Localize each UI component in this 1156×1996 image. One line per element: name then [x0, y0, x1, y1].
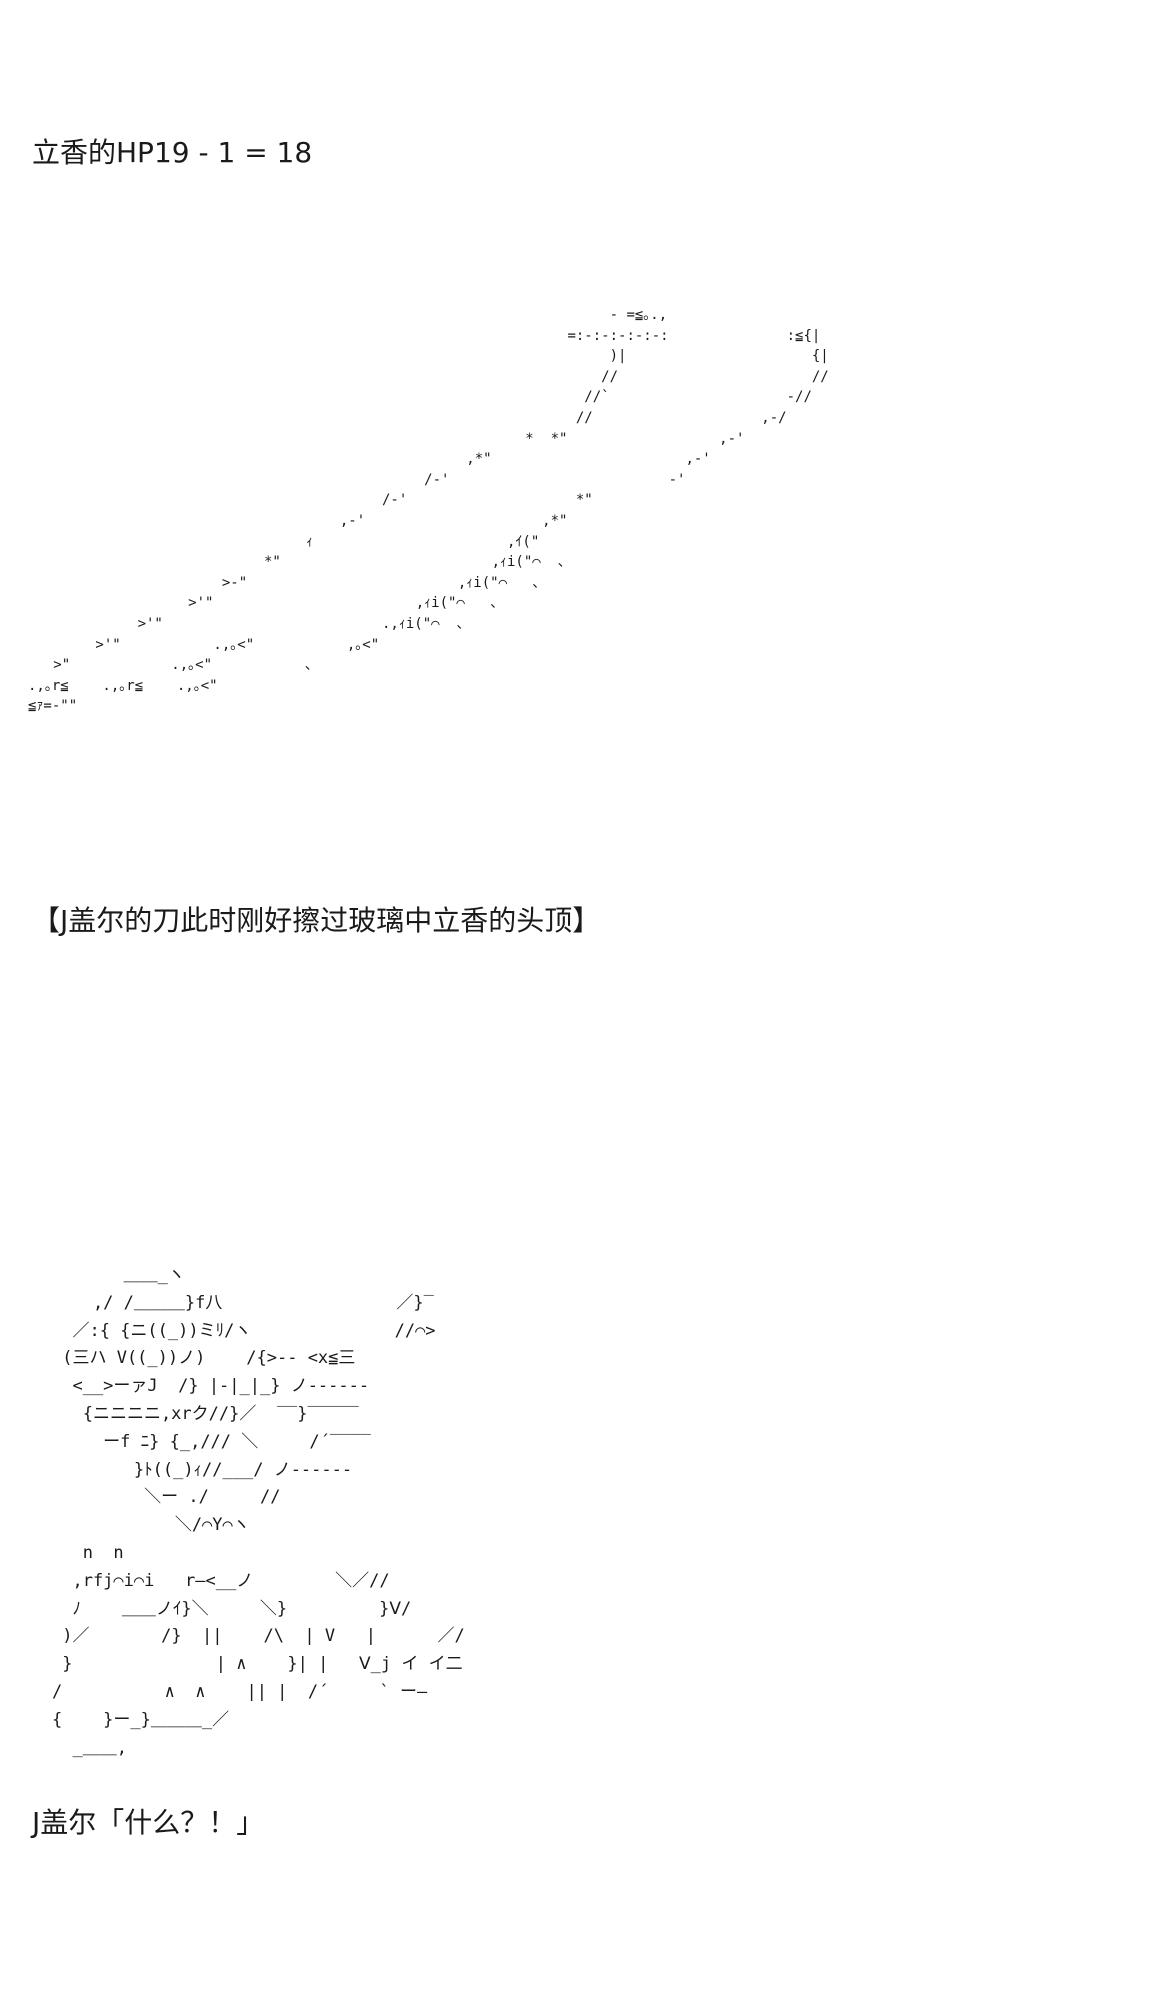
sword-slash-ascii-art: - =≦｡., =:-:-:-:-:-: :≦{| )| {|: [28, 307, 829, 715]
hp-status-text: 立香的HP19 - 1 = 18: [32, 136, 313, 169]
gawain-character-ascii-art: ＿＿_ヽ ,/ /＿＿＿}f八 ／}‾ ／:{ {ニ((_))ミﾘ/ヽ //⌒>…: [52, 1265, 465, 1758]
narration-caption: 【J盖尔的刀此时刚好擦过玻璃中立香的头顶】: [32, 904, 601, 937]
gawain-dialogue: J盖尔「什么？！」: [32, 1806, 265, 1839]
